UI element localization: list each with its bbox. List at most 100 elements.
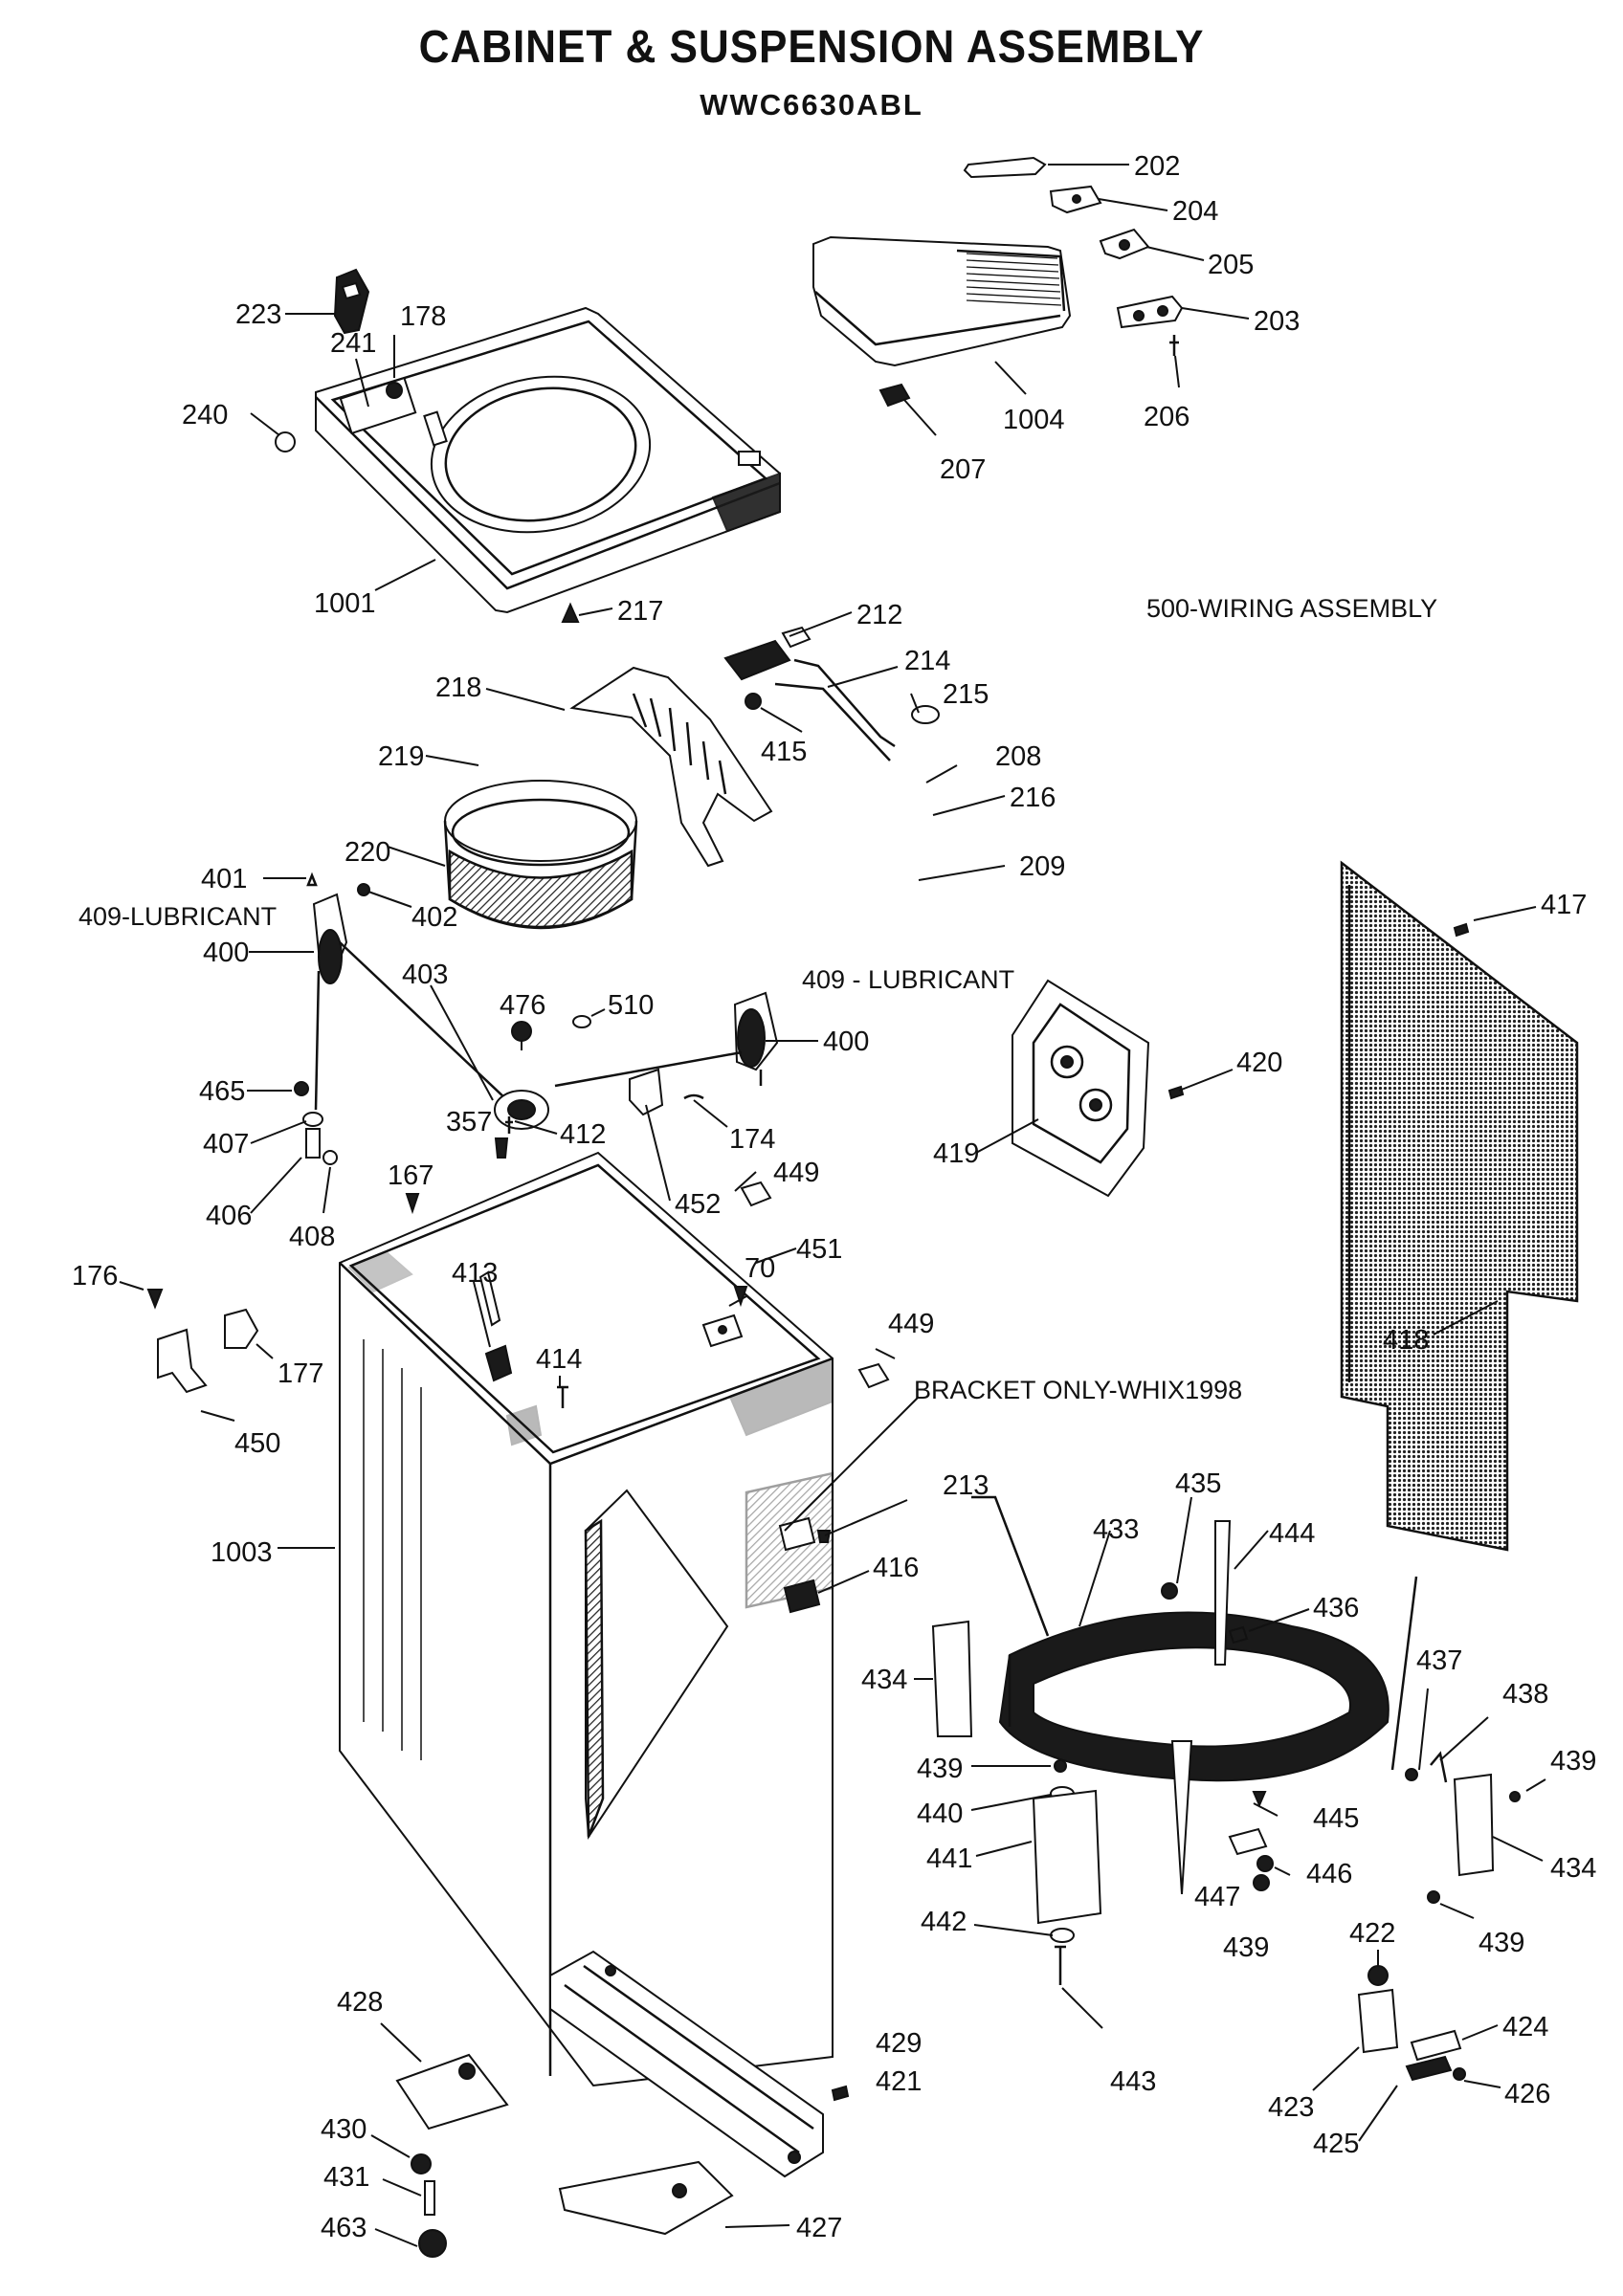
screw-426 — [1453, 2067, 1466, 2081]
note-wiring-assembly: 500-WIRING ASSEMBLY — [1146, 594, 1437, 623]
top-cover-1001 — [315, 306, 781, 614]
suspension-pulley-left-400 — [306, 872, 348, 1111]
callout-427: 427 — [796, 2213, 842, 2243]
nut-430 — [411, 2153, 432, 2175]
callout-424: 424 — [1502, 2012, 1548, 2042]
bracket-450 — [157, 1328, 208, 1394]
tub-ring-219-220 — [443, 780, 638, 930]
callout-1004: 1004 — [1003, 405, 1065, 435]
callout-445: 445 — [1313, 1803, 1359, 1834]
screw-437 — [1405, 1768, 1418, 1781]
clip-413 — [484, 1344, 513, 1382]
callout-426: 426 — [1504, 2079, 1550, 2109]
callout-labels: 202 204 205 203 206 1004 207 223 178 241… — [72, 151, 1596, 2243]
callout-220: 220 — [345, 837, 390, 868]
callout-207: 207 — [940, 454, 986, 485]
callout-446: 446 — [1306, 1859, 1352, 1889]
callout-419: 419 — [933, 1138, 979, 1169]
callout-223: 223 — [235, 299, 281, 330]
junction-box-419 — [1012, 979, 1150, 1198]
callout-465: 465 — [199, 1076, 245, 1107]
stud-406 — [305, 1128, 321, 1159]
cabinet-1003 — [339, 1151, 834, 2087]
screw-435 — [1161, 1582, 1178, 1600]
callout-218: 218 — [435, 673, 481, 703]
callout-430: 430 — [321, 2114, 367, 2145]
note-lubricant-left: 409-LUBRICANT — [78, 902, 277, 931]
callout-444: 444 — [1269, 1518, 1315, 1549]
screw-420 — [1167, 1085, 1185, 1100]
callout-400-left: 400 — [203, 938, 249, 968]
callout-206: 206 — [1144, 402, 1189, 432]
callout-440: 440 — [917, 1799, 963, 1829]
callout-216: 216 — [1010, 783, 1056, 813]
callout-422: 422 — [1349, 1918, 1395, 1949]
nut-436 — [1228, 1625, 1249, 1645]
screw-70 — [733, 1286, 748, 1308]
callout-1001: 1001 — [314, 588, 376, 619]
screw-429 — [831, 2085, 850, 2102]
nut-408 — [322, 1150, 338, 1165]
callout-240: 240 — [182, 400, 228, 430]
bracket-424 — [1410, 2029, 1462, 2062]
clip-438 — [1430, 1751, 1448, 1783]
callout-178: 178 — [400, 301, 446, 332]
page-title: CABINET & SUSPENSION ASSEMBLY — [418, 22, 1205, 73]
note-bracket-only: BRACKET ONLY-WHIX1998 — [914, 1376, 1242, 1404]
callout-434-left: 434 — [861, 1665, 907, 1695]
callout-1003: 1003 — [211, 1537, 273, 1568]
callout-215: 215 — [943, 679, 989, 710]
clip-174 — [683, 1093, 704, 1100]
callout-439-lower-right: 439 — [1478, 1928, 1524, 1958]
callout-428: 428 — [337, 1987, 383, 2018]
callout-420: 420 — [1236, 1048, 1282, 1078]
ring-465 — [294, 1081, 309, 1096]
nut-439-left — [1054, 1759, 1067, 1773]
bracket-434-left — [931, 1620, 973, 1737]
brace-hole-427 — [672, 2183, 687, 2198]
callout-400-right: 400 — [823, 1027, 869, 1057]
callout-436: 436 — [1313, 1593, 1359, 1623]
callout-217: 217 — [617, 596, 663, 627]
suspension-pulley-right-400 — [733, 991, 779, 1086]
nut-446 — [1256, 1855, 1274, 1872]
tub-shield-218 — [569, 666, 773, 868]
note-lubricant-right: 409 - LUBRICANT — [802, 965, 1014, 994]
callout-451: 451 — [796, 1234, 842, 1265]
clip-447 — [1228, 1827, 1268, 1856]
callout-443: 443 — [1110, 2066, 1156, 2097]
leg-431 — [424, 2180, 435, 2216]
clip-449-mid — [857, 1362, 890, 1389]
callout-439-center: 439 — [1223, 1932, 1269, 1963]
bolt-445 — [1252, 1791, 1267, 1808]
washer-442 — [1050, 1928, 1075, 1943]
callout-401: 401 — [201, 864, 247, 894]
callout-442: 442 — [921, 1907, 967, 1937]
foot-463 — [418, 2229, 447, 2258]
callout-209: 209 — [1019, 851, 1065, 882]
callout-423: 423 — [1268, 2092, 1314, 2123]
bracket-451 — [701, 1314, 744, 1348]
callout-415: 415 — [761, 737, 807, 767]
callout-441: 441 — [926, 1843, 972, 1874]
callout-219: 219 — [378, 741, 424, 772]
lid-switch-223 — [333, 268, 370, 335]
callout-357: 357 — [446, 1107, 492, 1137]
callout-412: 412 — [560, 1119, 606, 1150]
callout-450: 450 — [234, 1428, 280, 1459]
nut-357 — [494, 1137, 509, 1159]
washer-510 — [572, 1015, 591, 1028]
callout-421: 421 — [876, 2066, 922, 2097]
callout-418: 418 — [1383, 1325, 1429, 1356]
clip-476 — [511, 1021, 532, 1042]
callout-204: 204 — [1172, 196, 1218, 227]
bolt-443 — [1055, 1945, 1066, 1985]
bracket-441 — [1032, 1789, 1102, 1925]
bumper-217 — [561, 602, 580, 623]
nut-422 — [1367, 1965, 1389, 1986]
screw-412 — [505, 1116, 513, 1134]
nut-439-right — [1509, 1791, 1521, 1802]
suspension-base-433 — [971, 1495, 1418, 1895]
callout-403: 403 — [402, 960, 448, 990]
